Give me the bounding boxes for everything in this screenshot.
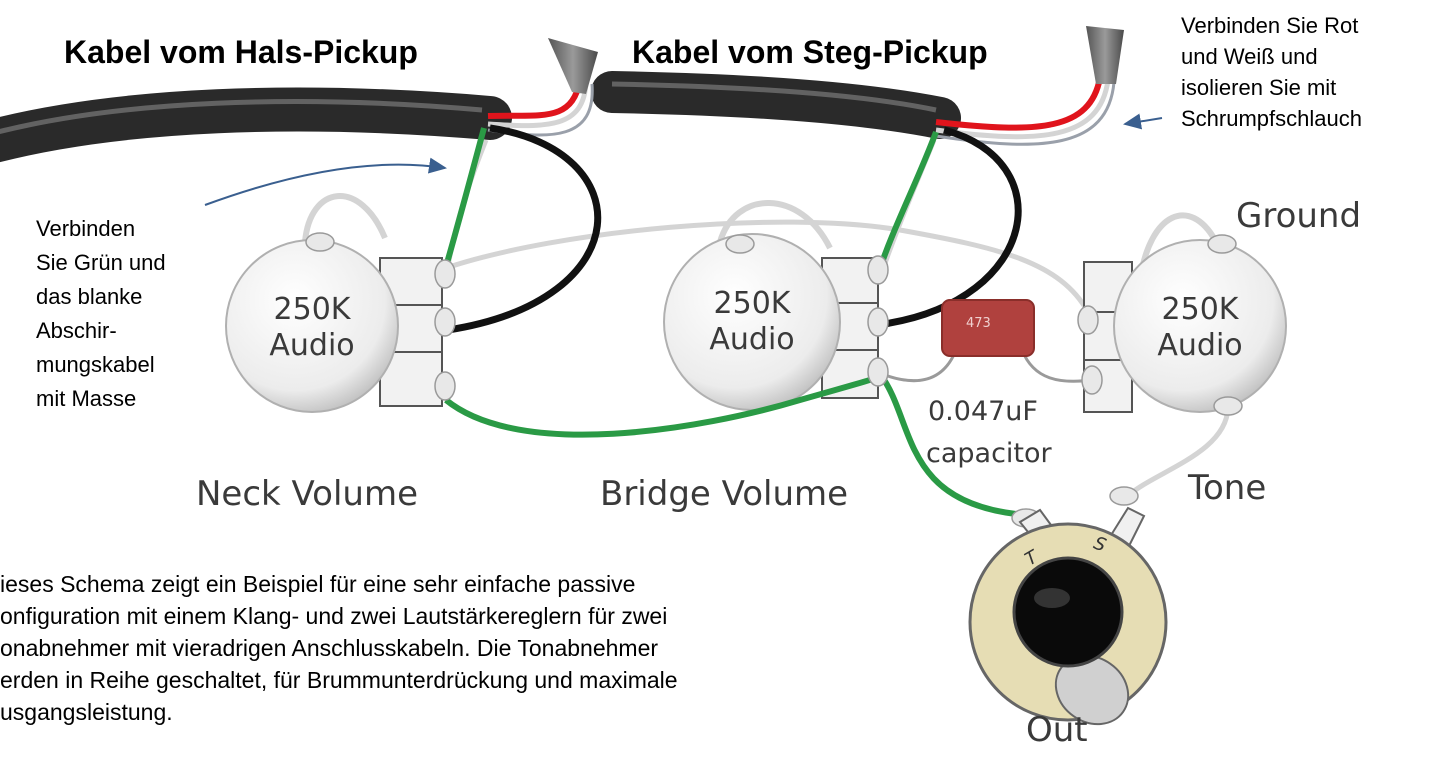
jack-sleeve-tab	[1054, 654, 1130, 726]
description-paragraph: ieses Schema zeigt ein Beispiel für eine…	[0, 568, 678, 728]
pot-value: 250K	[1161, 292, 1239, 327]
jack-socket-hole	[1012, 556, 1124, 668]
neck-green-wire	[442, 127, 487, 271]
bridge-green-wire	[877, 130, 939, 269]
bridge-black-wire	[883, 126, 1022, 328]
out-label: Out	[1026, 710, 1088, 750]
note-line: Verbinden Sie Rot	[1181, 13, 1359, 38]
neck-to-bridge-green-wire	[444, 372, 885, 438]
tone-ground-loop	[1137, 212, 1218, 281]
note-line: Abschir-	[36, 318, 117, 343]
capacitor-lead-right	[1020, 349, 1093, 383]
neck-volume-label: Neck Volume	[196, 474, 418, 514]
neck-cable-jacket	[0, 87, 512, 163]
note-line: Sie Grün und	[36, 250, 166, 275]
jack-socket-shine	[1034, 588, 1070, 608]
description-line: onfiguration mit einem Klang- und zwei L…	[0, 603, 668, 629]
description-line: usgangsleistung.	[0, 699, 173, 725]
green-shield-note-arrow	[204, 157, 447, 206]
ground-label: Ground	[1236, 196, 1362, 236]
solder-joints	[305, 232, 1243, 528]
neck-pot-face: 250K Audio	[254, 292, 370, 364]
bridge-pot-face: 250K Audio	[692, 286, 812, 358]
neck-black-wire	[447, 124, 602, 334]
green-shield-note: Verbinden Sie Grün und das blanke Abschi…	[36, 212, 166, 416]
capacitor-body	[941, 299, 1035, 357]
red-white-note-arrow	[1123, 113, 1163, 130]
description-line: erden in Reihe geschaltet, für Brummunte…	[0, 667, 678, 693]
capacitor-value-label: 0.047uF	[928, 396, 1038, 427]
neck-cable-label: Kabel vom Hals-Pickup	[64, 34, 418, 70]
red-white-note: Verbinden Sie Rot und Weiß und isolieren…	[1181, 10, 1362, 134]
note-line: Verbinden	[36, 216, 136, 241]
pot-value: 250K	[713, 286, 791, 321]
bridge-cable-jacket	[591, 71, 961, 139]
tone-pot-body	[1113, 239, 1287, 413]
pot-taper: Audio	[1157, 328, 1243, 363]
pot-taper: Audio	[269, 328, 355, 363]
description-line: onabnehmer mit vieradrigen Anschlusskabe…	[0, 635, 659, 661]
capacitor-word-label: capacitor	[926, 438, 1052, 469]
bridge-red-wire	[935, 77, 1103, 131]
neck-white-wire	[487, 81, 589, 129]
neck-heat-shrink-cone	[548, 38, 598, 94]
tone-pot-face: 250K Audio	[1142, 292, 1258, 364]
pot-value: 250K	[273, 292, 351, 327]
tone-label: Tone	[1188, 468, 1267, 508]
bridge-volume-label: Bridge Volume	[600, 474, 849, 514]
neck-cable-jacket-shine	[0, 99, 483, 135]
neck-ground-loop	[302, 193, 388, 243]
bridge-white-wire	[935, 79, 1111, 140]
note-line: Schrumpfschlauch	[1181, 106, 1362, 131]
bridge-cable-jacket-shine	[611, 81, 937, 113]
note-line: das blanke	[36, 284, 143, 309]
bridge-heat-shrink-cone	[1086, 26, 1124, 84]
bridge-to-jack-green-wire	[877, 372, 1017, 517]
note-line: mit Masse	[36, 386, 137, 411]
capacitor-code: 473	[966, 316, 991, 331]
bridge-cable-label: Kabel vom Steg-Pickup	[632, 34, 988, 70]
ground-bus-wire	[445, 219, 1091, 314]
note-line: und Weiß und	[1181, 44, 1318, 69]
description-line: ieses Schema zeigt ein Beispiel für eine…	[0, 571, 636, 597]
note-line: mungskabel	[36, 352, 155, 377]
pot-taper: Audio	[709, 322, 795, 357]
tone-to-jack-white-wire	[1128, 407, 1231, 496]
note-line: isolieren Sie mit	[1181, 75, 1337, 100]
